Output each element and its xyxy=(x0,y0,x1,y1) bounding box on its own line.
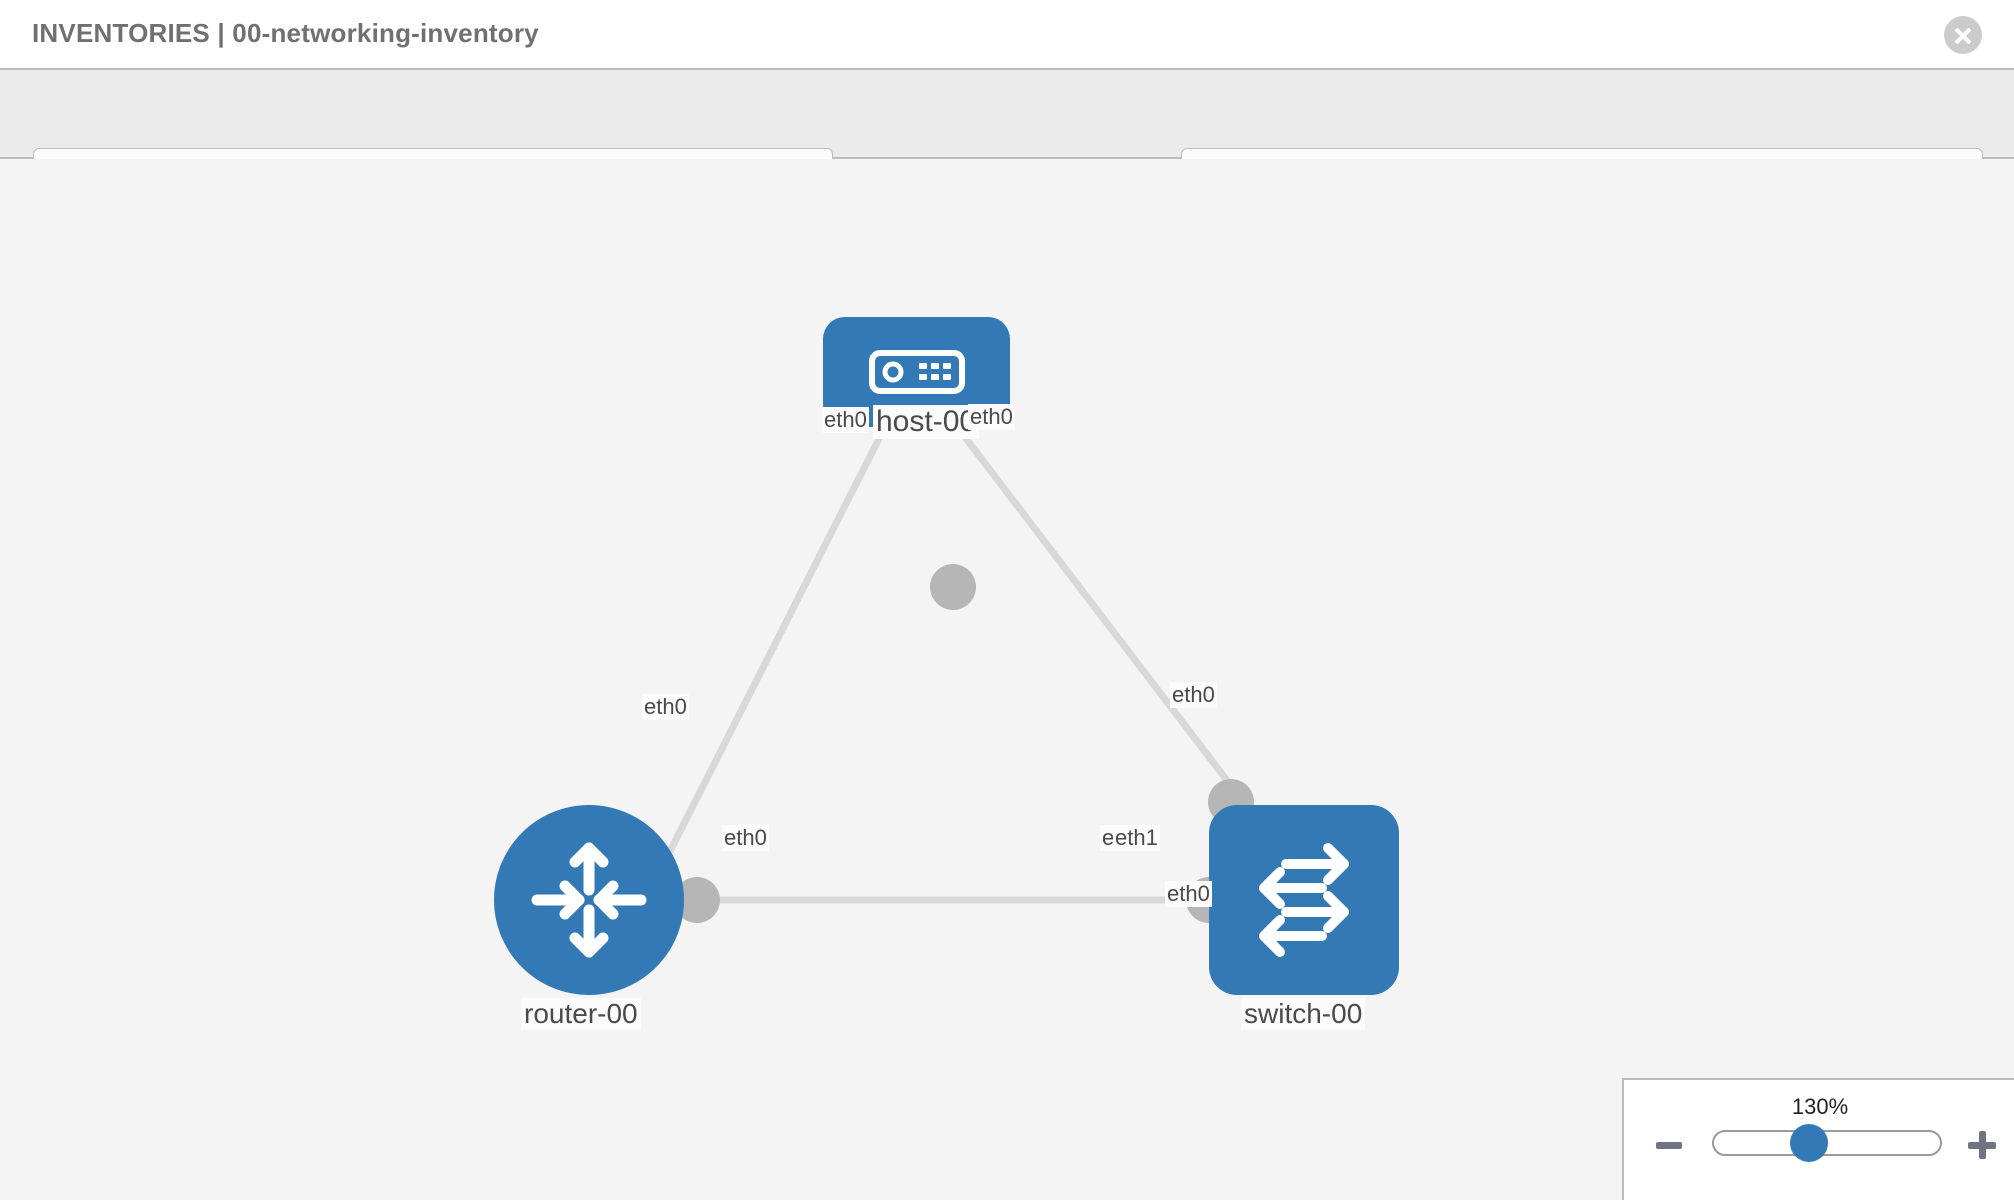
interface-label-router-to-switch: eth0 xyxy=(722,825,769,851)
link-host-router xyxy=(656,409,897,873)
zoom-slider-thumb[interactable] xyxy=(1790,1124,1828,1162)
switch-node-shape[interactable] xyxy=(1209,805,1399,995)
interface-label-router-to-host: eth0 xyxy=(642,694,689,720)
server-icon xyxy=(868,350,965,394)
node-switch-00-label: switch-00 xyxy=(1241,998,1366,1030)
zoom-level-value: 130% xyxy=(1791,1094,1849,1119)
interface-label-host-right: eth0 xyxy=(968,404,1015,430)
node-host-00-label: host-00 xyxy=(873,405,980,439)
page-title: INVENTORIES | 00-networking-inventory xyxy=(32,18,539,48)
topology-links xyxy=(656,408,1238,904)
close-icon[interactable] xyxy=(1944,16,1982,54)
zoom-out-button[interactable] xyxy=(1656,1142,1682,1149)
interface-label-switch-port-b: eth1 xyxy=(1113,825,1160,851)
port-host-right[interactable] xyxy=(930,564,976,610)
topology-canvas[interactable]: host-00 xyxy=(0,159,2014,1200)
page-header: INVENTORIES | 00-networking-inventory xyxy=(0,0,2014,68)
zoom-in-button[interactable] xyxy=(1968,1131,1996,1159)
switch-arrows-icon xyxy=(1259,843,1349,957)
zoom-control-panel: 130% xyxy=(1622,1078,2014,1200)
router-node-shape[interactable] xyxy=(494,805,684,995)
interface-label-host-left: eth0 xyxy=(822,407,869,433)
link-host-switch xyxy=(942,408,1238,794)
node-router-00-label: router-00 xyxy=(521,998,641,1030)
interface-label-switch-to-host-link: eth0 xyxy=(1170,682,1217,708)
interface-label-switch-to-host: eth0 xyxy=(1165,881,1212,907)
router-arrows-icon xyxy=(531,842,647,958)
toolbar: ACTIONS SEARCH xyxy=(0,68,2014,204)
